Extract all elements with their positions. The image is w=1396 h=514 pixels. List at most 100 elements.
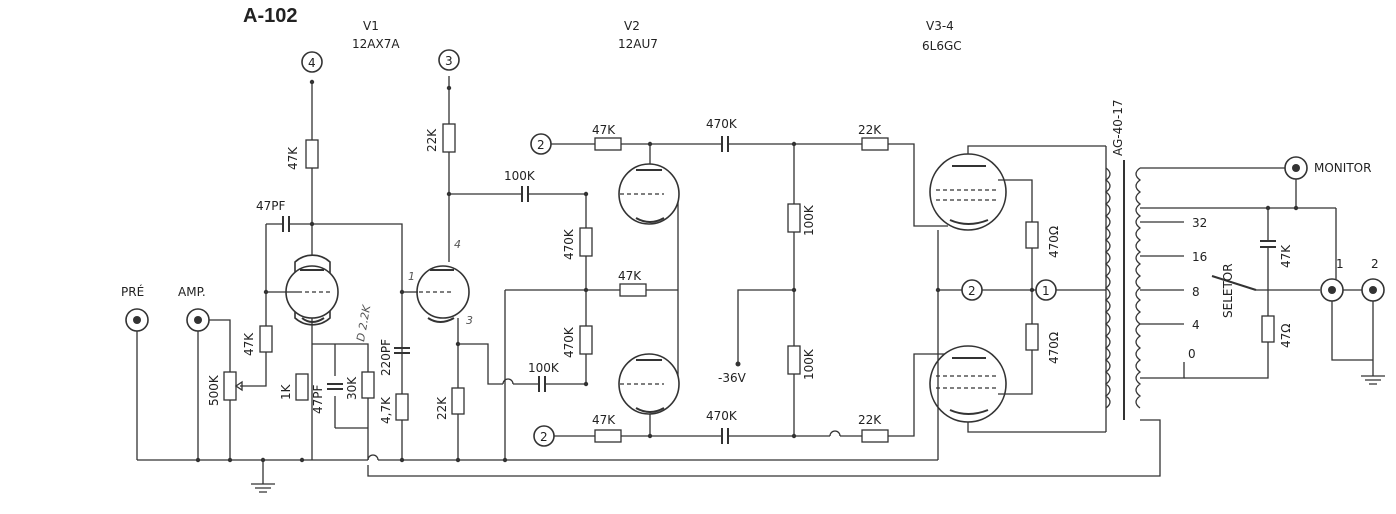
tap-8: 8 <box>1192 285 1200 299</box>
r-22k-bot <box>861 429 889 443</box>
node-2c-label: 2 <box>968 284 976 298</box>
selector-switch[interactable] <box>1211 275 1257 291</box>
r-100k-b <box>787 345 801 375</box>
junction <box>1265 205 1271 211</box>
input-amp-label: AMP. <box>178 285 206 299</box>
r-47k-bot <box>594 429 622 443</box>
r-47k-top-label: 47K <box>592 123 616 137</box>
junction <box>791 141 797 147</box>
tap-0: 0 <box>1188 347 1196 361</box>
v1-tube <box>285 254 339 326</box>
c-220pf <box>394 347 410 354</box>
bottom-drive-wire <box>554 353 948 437</box>
v34-name: V3-4 <box>926 19 954 33</box>
primary-winding <box>1104 167 1111 409</box>
r-pi-cath-label: 22K <box>435 396 449 420</box>
pot-arrow <box>234 380 243 392</box>
junction <box>309 79 315 85</box>
v2-name: V2 <box>624 19 640 33</box>
bus-crossover <box>367 454 379 461</box>
v2-bias-bus <box>504 289 586 460</box>
ground-symbol-left <box>251 460 275 493</box>
c-470k-bot <box>721 428 729 444</box>
junction <box>455 341 461 347</box>
node-4-label: 4 <box>308 56 316 70</box>
r-v1-plate-label: 47K <box>286 146 300 170</box>
pot-500k <box>223 371 237 401</box>
junction <box>1293 205 1299 211</box>
r-470-bot <box>1025 323 1039 351</box>
input-pre-label: PRÉ <box>121 284 144 299</box>
c-v1-cath <box>327 383 343 390</box>
hand-note-c: 3 <box>466 314 473 327</box>
output-cathode-bus <box>937 230 962 460</box>
r-22k-top <box>861 137 889 151</box>
r-22k-bot-label: 22K <box>858 413 882 427</box>
c-100k-top <box>521 186 529 202</box>
hand-note-b: 4 <box>454 238 461 251</box>
r-30k-label: 30K <box>345 376 359 400</box>
secondary-taps <box>367 167 1336 477</box>
secondary-winding <box>1135 167 1142 409</box>
v2-type: 12AU7 <box>618 37 658 51</box>
bias-feed-wire <box>737 289 794 362</box>
node-3 <box>438 49 460 71</box>
r-470-top <box>1025 221 1039 249</box>
pot-label: 500K <box>207 374 221 406</box>
output-jack-1 <box>1320 278 1344 302</box>
output-jack-2 <box>1361 278 1385 302</box>
r-fb-label: 47K <box>1279 244 1293 268</box>
c-470k-top-label: 470K <box>706 117 738 131</box>
junction <box>791 433 797 439</box>
hand-note-a: 1 <box>408 270 415 283</box>
c-470k-bot-label: 470K <box>706 409 738 423</box>
junction <box>446 191 452 197</box>
r-v1-grid-label: 47K <box>242 332 256 356</box>
bias-terminal <box>735 361 741 367</box>
r-30k <box>361 371 375 399</box>
v4-tube <box>929 345 1007 423</box>
input-wiring <box>136 319 231 460</box>
pi-cathode-wire <box>457 318 586 460</box>
pi-plate-wire <box>448 152 586 262</box>
r-470-bot-label: 470Ω <box>1047 332 1061 364</box>
schematic-title: A-102 <box>243 5 297 27</box>
junction <box>935 287 941 293</box>
r-470k-b <box>579 325 593 355</box>
drive-crossover <box>829 430 841 437</box>
r-47-ohm <box>1261 315 1275 343</box>
pot-wiper <box>240 352 267 387</box>
junction <box>1029 287 1035 293</box>
r-22k-top-label: 22K <box>858 123 882 137</box>
r-pi-plate <box>442 123 456 153</box>
v2-cathode-wire <box>586 194 679 384</box>
c-v1-cath-label: 47PF <box>311 384 325 414</box>
c-220pf-label: 220PF <box>379 339 393 376</box>
r-47k-mid-label: 47K <box>618 269 642 283</box>
pi-tube <box>416 265 470 323</box>
r-47-ohm-label: 47Ω <box>1279 324 1293 348</box>
v2-tube-top <box>618 163 680 225</box>
c-470k-top <box>721 136 729 152</box>
junction <box>260 457 266 463</box>
v1-type: 12AX7A <box>352 37 400 51</box>
v1-feedback-wire <box>266 223 403 460</box>
junction <box>647 141 653 147</box>
tap-32: 32 <box>1192 216 1207 230</box>
junction <box>446 85 452 91</box>
r-v1-grid <box>259 325 273 353</box>
output-1-label: 1 <box>1336 257 1344 271</box>
r-v1-cath-label: 1K <box>279 383 293 400</box>
r-4k7-label: 4,7K <box>379 396 393 424</box>
junction <box>263 289 269 295</box>
r-pi-cath <box>451 387 465 415</box>
v3-tube <box>929 153 1007 231</box>
v1-cathode-network <box>311 318 369 460</box>
junction <box>299 457 305 463</box>
r-4k7 <box>395 393 409 421</box>
screen-wire <box>998 179 1033 395</box>
node-1-label: 1 <box>1042 284 1050 298</box>
r-100k-a-label: 100K <box>802 204 816 236</box>
c-100k-bot <box>538 376 546 392</box>
